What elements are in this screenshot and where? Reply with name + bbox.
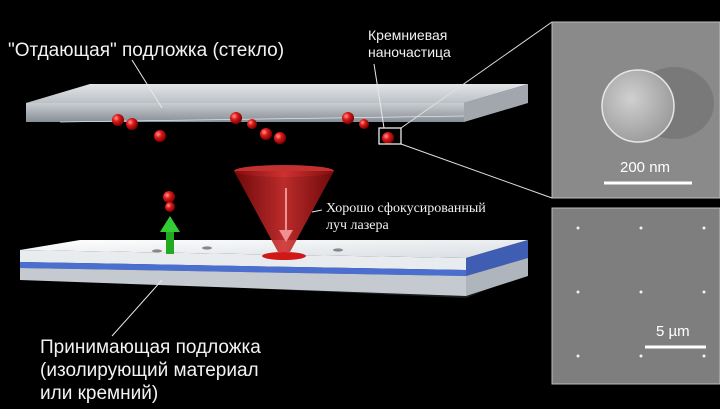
scale-label-top: 200 nm	[620, 159, 671, 176]
laser-beam	[234, 165, 334, 260]
donor-substrate	[26, 84, 528, 123]
laser-label-line1: Хорошо сфокусированный	[326, 201, 486, 216]
donor-substrate-label: "Отдающая" подложка (стекло)	[8, 40, 285, 61]
leader-lines	[111, 59, 385, 337]
nanoparticle-label-line2: наночастица	[368, 44, 451, 60]
transferred-particle	[163, 191, 175, 212]
receiver-substrate-label: Принимающая подложка (изолирующий матери…	[40, 336, 261, 405]
receiver-label-line1: Принимающая подложка	[40, 337, 261, 358]
laser-label-line2: луч лазера	[326, 218, 389, 233]
receiver-substrate	[20, 240, 528, 298]
arrow-down-icon	[279, 230, 293, 242]
nanoparticle-label-line1: Кремниевая	[368, 27, 448, 43]
sem-image-bottom	[551, 207, 720, 385]
laser-label: Хорошо сфокусированный луч лазера	[326, 200, 486, 234]
sem-image-top	[551, 21, 720, 199]
particle-highlight-box	[378, 127, 402, 145]
zoom-lines	[400, 21, 553, 199]
nanoparticles-donor	[112, 112, 394, 144]
receiver-label-line3: или кремний)	[40, 383, 159, 404]
sem-nanoparticle	[601, 69, 675, 143]
arrow-up-icon	[160, 216, 180, 254]
nanoparticle-label: Кремниевая наночастица	[368, 27, 451, 61]
scale-label-bottom: 5 µm	[656, 323, 690, 340]
receiver-label-line2: (изолирующий материал	[40, 360, 259, 381]
